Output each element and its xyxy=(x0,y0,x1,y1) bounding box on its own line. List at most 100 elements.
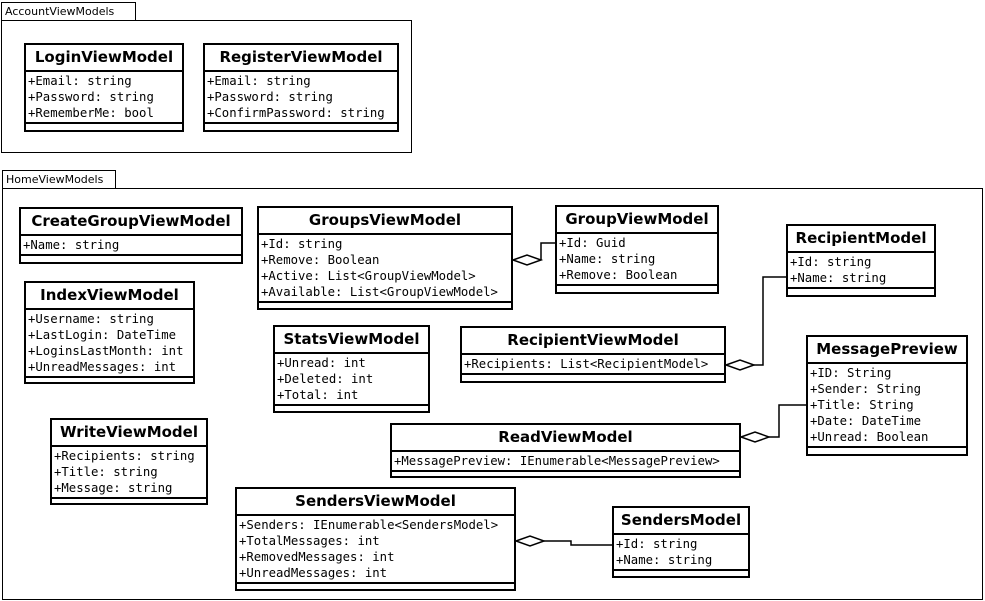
operations-compartment xyxy=(392,472,739,478)
attribute-list: +Email: string +Password: string +Confir… xyxy=(205,72,397,124)
attribute: +Id: string xyxy=(616,537,698,551)
attribute: +ID: String xyxy=(810,366,892,380)
operations-compartment xyxy=(205,124,397,130)
attribute: +LastLogin: DateTime xyxy=(28,328,177,342)
attribute: +Senders: IEnumerable<SendersModel> xyxy=(239,518,499,532)
package-account xyxy=(1,20,412,153)
class-message-preview: MessagePreview +ID: String +Sender: Stri… xyxy=(806,335,968,456)
class-index-view-model: IndexViewModel +Username: string +LastLo… xyxy=(24,281,195,384)
operations-compartment xyxy=(237,584,514,590)
attribute-list: +Id: string +Name: string xyxy=(788,253,934,289)
attribute: +Name: string xyxy=(790,271,887,285)
attribute: +Name: string xyxy=(23,238,120,252)
operations-compartment xyxy=(21,256,241,262)
class-name: IndexViewModel xyxy=(26,283,193,310)
attribute: +Password: string xyxy=(207,90,333,104)
package-tab-account: AccountViewModels xyxy=(1,2,136,20)
attribute-list: +Email: string +Password: string +Rememb… xyxy=(26,72,182,124)
class-senders-model: SendersModel +Id: string +Name: string xyxy=(612,506,750,578)
attribute: +Deleted: int xyxy=(277,372,374,386)
attribute-list: +Senders: IEnumerable<SendersModel> +Tot… xyxy=(237,516,514,584)
attribute: +Sender: String xyxy=(810,382,922,396)
operations-compartment xyxy=(26,378,193,384)
attribute-list: +MessagePreview: IEnumerable<MessagePrev… xyxy=(392,452,739,472)
attribute-list: +Name: string xyxy=(21,236,241,256)
attribute: +Date: DateTime xyxy=(810,414,922,428)
class-name: SendersModel xyxy=(614,508,748,535)
operations-compartment xyxy=(26,124,182,130)
operations-compartment xyxy=(259,303,511,309)
attribute: +Email: string xyxy=(207,74,311,88)
attribute: +Password: string xyxy=(28,90,154,104)
attribute: +Recipients: string xyxy=(54,449,195,463)
class-name: GroupViewModel xyxy=(557,207,717,234)
attribute: +Available: List<GroupViewModel> xyxy=(261,285,498,299)
class-name: WriteViewModel xyxy=(52,420,206,447)
attribute-list: +Id: string +Remove: Boolean +Active: Li… xyxy=(259,235,511,303)
class-name: LoginViewModel xyxy=(26,45,182,72)
package-tab-home: HomeViewModels xyxy=(2,170,116,189)
attribute: +Id: Guid xyxy=(559,236,626,250)
operations-compartment xyxy=(557,286,717,292)
attribute: +Active: List<GroupViewModel> xyxy=(261,269,476,283)
class-recipient-model: RecipientModel +Id: string +Name: string xyxy=(786,224,936,297)
attribute: +Name: string xyxy=(616,553,713,567)
attribute-list: +Recipients: string +Title: string +Mess… xyxy=(52,447,206,499)
attribute: +Total: int xyxy=(277,388,359,402)
attribute: +Name: string xyxy=(559,252,656,266)
class-senders-view-model: SendersViewModel +Senders: IEnumerable<S… xyxy=(235,487,516,591)
attribute-list: +Id: string +Name: string xyxy=(614,535,748,571)
attribute: +RememberMe: bool xyxy=(28,106,154,120)
attribute: +Unread: Boolean xyxy=(810,430,929,444)
attribute: +Recipients: List<RecipientModel> xyxy=(464,357,709,371)
attribute-list: +Unread: int +Deleted: int +Total: int xyxy=(275,354,428,406)
attribute: +MessagePreview: IEnumerable<MessagePrev… xyxy=(394,454,720,468)
class-name: ReadViewModel xyxy=(392,425,739,452)
class-name: StatsViewModel xyxy=(275,327,428,354)
attribute: +TotalMessages: int xyxy=(239,534,380,548)
attribute: +Email: string xyxy=(28,74,132,88)
class-read-view-model: ReadViewModel +MessagePreview: IEnumerab… xyxy=(390,423,741,478)
operations-compartment xyxy=(808,448,966,454)
attribute: +RemovedMessages: int xyxy=(239,550,395,564)
class-name: RecipientViewModel xyxy=(462,328,724,355)
attribute-list: +ID: String +Sender: String +Title: Stri… xyxy=(808,364,966,448)
attribute: +ConfirmPassword: string xyxy=(207,106,385,120)
attribute: +Message: string xyxy=(54,481,173,495)
attribute: +Username: string xyxy=(28,312,154,326)
class-name: GroupsViewModel xyxy=(259,208,511,235)
attribute-list: +Username: string +LastLogin: DateTime +… xyxy=(26,310,193,378)
attribute: +LoginsLastMonth: int xyxy=(28,344,184,358)
class-recipient-view-model: RecipientViewModel +Recipients: List<Rec… xyxy=(460,326,726,383)
class-name: RegisterViewModel xyxy=(205,45,397,72)
package-label-home: HomeViewModels xyxy=(6,173,104,186)
package-home xyxy=(2,188,983,600)
package-label-account: AccountViewModels xyxy=(5,5,115,18)
class-register-view-model: RegisterViewModel +Email: string +Passwo… xyxy=(203,43,399,132)
attribute: +Id: string xyxy=(261,237,343,251)
operations-compartment xyxy=(614,571,748,577)
class-create-group-view-model: CreateGroupViewModel +Name: string xyxy=(19,207,243,264)
class-name: CreateGroupViewModel xyxy=(21,209,241,236)
attribute: +UnreadMessages: int xyxy=(28,360,177,374)
operations-compartment xyxy=(462,375,724,381)
class-stats-view-model: StatsViewModel +Unread: int +Deleted: in… xyxy=(273,325,430,413)
class-write-view-model: WriteViewModel +Recipients: string +Titl… xyxy=(50,418,208,505)
operations-compartment xyxy=(788,289,934,295)
attribute: +Remove: Boolean xyxy=(559,268,678,282)
attribute: +Unread: int xyxy=(277,356,366,370)
class-groups-view-model: GroupsViewModel +Id: string +Remove: Boo… xyxy=(257,206,513,310)
class-login-view-model: LoginViewModel +Email: string +Password:… xyxy=(24,43,184,132)
class-name: MessagePreview xyxy=(808,337,966,364)
class-group-view-model: GroupViewModel +Id: Guid +Name: string +… xyxy=(555,205,719,294)
attribute: +Id: string xyxy=(790,255,872,269)
operations-compartment xyxy=(52,499,206,505)
attribute-list: +Recipients: List<RecipientModel> xyxy=(462,355,724,375)
attribute: +Remove: Boolean xyxy=(261,253,380,267)
attribute-list: +Id: Guid +Name: string +Remove: Boolean xyxy=(557,234,717,286)
attribute: +Title: String xyxy=(810,398,914,412)
attribute: +UnreadMessages: int xyxy=(239,566,388,580)
class-name: RecipientModel xyxy=(788,226,934,253)
attribute: +Title: string xyxy=(54,465,158,479)
